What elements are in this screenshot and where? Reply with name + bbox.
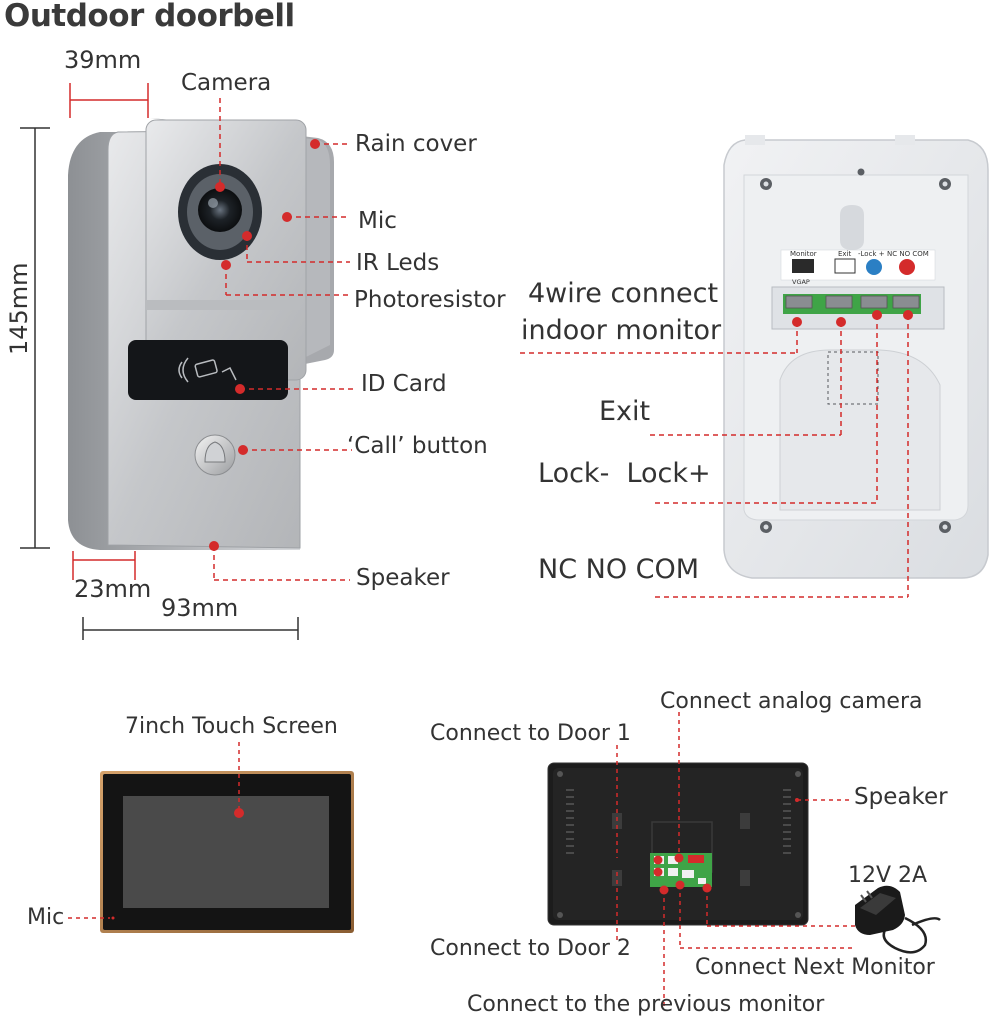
front-dots bbox=[209, 139, 320, 551]
dimension-depth-bottom: 23mm bbox=[74, 575, 152, 603]
doorbell-back: Monitor Exit -Lock + NC NO COM VGAP bbox=[723, 135, 989, 579]
dimension-width-bottom: 93mm bbox=[161, 594, 239, 622]
label-ir-leds: IR Leds bbox=[356, 250, 440, 276]
terminal-label-nc-no-com: NC NO COM bbox=[887, 250, 929, 258]
back-dots bbox=[792, 310, 913, 327]
dimension-width-top: 39mm bbox=[64, 46, 142, 74]
screw-holes bbox=[760, 168, 951, 533]
monitor-front-leaders bbox=[68, 742, 240, 919]
label-rain-cover: Rain cover bbox=[355, 131, 477, 157]
label-4wire-line1: 4wire connect bbox=[528, 278, 719, 309]
label-mic: Mic bbox=[358, 208, 397, 234]
monitor-front bbox=[100, 771, 354, 933]
monitor-back-leaders bbox=[616, 712, 855, 1010]
label-connect-door2: Connect to Door 2 bbox=[430, 936, 631, 961]
label-connect-previous-monitor: Connect to the previous monitor bbox=[467, 992, 825, 1017]
terminal-label-lock: -Lock + bbox=[858, 250, 885, 258]
label-monitor-mic: Mic bbox=[27, 905, 65, 930]
width-dimension bbox=[82, 617, 299, 640]
height-dimension bbox=[20, 127, 50, 549]
label-power-12v-2a: 12V 2A bbox=[848, 863, 928, 888]
label-connect-analog-camera: Connect analog camera bbox=[660, 689, 923, 714]
terminal-label-exit: Exit bbox=[838, 250, 852, 258]
label-id-card: ID Card bbox=[361, 371, 447, 397]
label-exit: Exit bbox=[599, 396, 651, 427]
back-leader-lines bbox=[520, 315, 909, 598]
label-connect-next-monitor: Connect Next Monitor bbox=[695, 955, 935, 980]
label-speaker: Speaker bbox=[356, 565, 450, 591]
label-call-button: ‘Call’ button bbox=[347, 433, 488, 459]
label-lock: Lock- Lock+ bbox=[538, 458, 711, 489]
dimension-lines bbox=[69, 83, 149, 580]
doorbell-front bbox=[68, 118, 334, 550]
label-photoresistor: Photoresistor bbox=[354, 287, 506, 313]
front-leader-lines bbox=[213, 98, 356, 581]
page-title: Outdoor doorbell bbox=[4, 0, 295, 34]
power-adapter-icon bbox=[855, 885, 941, 954]
label-7inch-touch-screen: 7inch Touch Screen bbox=[125, 714, 338, 739]
label-nc-no-com: NC NO COM bbox=[538, 554, 700, 585]
terminal-label-vgap: VGAP bbox=[792, 278, 810, 286]
dimension-height: 145mm bbox=[5, 262, 33, 355]
terminal-label-monitor: Monitor bbox=[790, 250, 817, 258]
label-4wire-line2: indoor monitor bbox=[521, 315, 722, 346]
monitor-back bbox=[547, 762, 809, 926]
label-connect-door1: Connect to Door 1 bbox=[430, 721, 631, 746]
label-monitor-speaker: Speaker bbox=[854, 784, 948, 810]
monitor-back-dots bbox=[653, 798, 799, 895]
label-camera: Camera bbox=[181, 70, 272, 96]
